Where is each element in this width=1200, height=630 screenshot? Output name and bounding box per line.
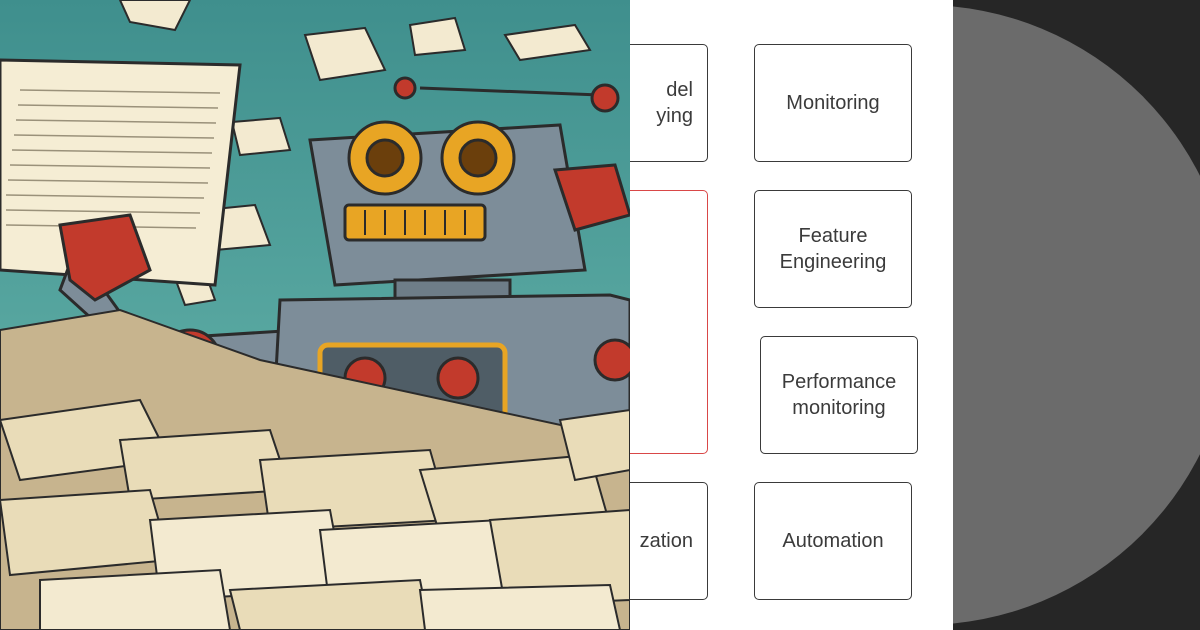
- node-label: zation: [639, 530, 693, 552]
- performance-monitoring-node: Performance monitoring: [760, 336, 918, 454]
- gray-disc: [953, 6, 1200, 624]
- node-label-line: Engineering: [779, 251, 887, 273]
- node-label-line: monitoring: [792, 397, 886, 419]
- feature-engineering-node: Feature Engineering: [754, 190, 912, 308]
- highlighted-node: [630, 190, 708, 454]
- node-label-line: Performance: [781, 371, 897, 393]
- robot-illustration: [0, 0, 630, 630]
- diagram-panel: del ying Monitoring Feature Engineering …: [630, 0, 953, 630]
- node-label-line: del: [666, 79, 693, 101]
- mouth-icon: [343, 203, 487, 242]
- node-label-line: Feature: [798, 225, 868, 247]
- monitoring-node: Monitoring: [754, 44, 912, 162]
- optimization-node: zation: [630, 482, 708, 600]
- dark-panel: [953, 0, 1200, 630]
- node-label: Automation: [782, 530, 884, 552]
- node-label-line: ying: [656, 105, 693, 127]
- automation-node: Automation: [754, 482, 912, 600]
- model-serving-node: del ying: [630, 44, 708, 162]
- paper-pile: [0, 308, 630, 630]
- node-label: Monitoring: [786, 92, 880, 114]
